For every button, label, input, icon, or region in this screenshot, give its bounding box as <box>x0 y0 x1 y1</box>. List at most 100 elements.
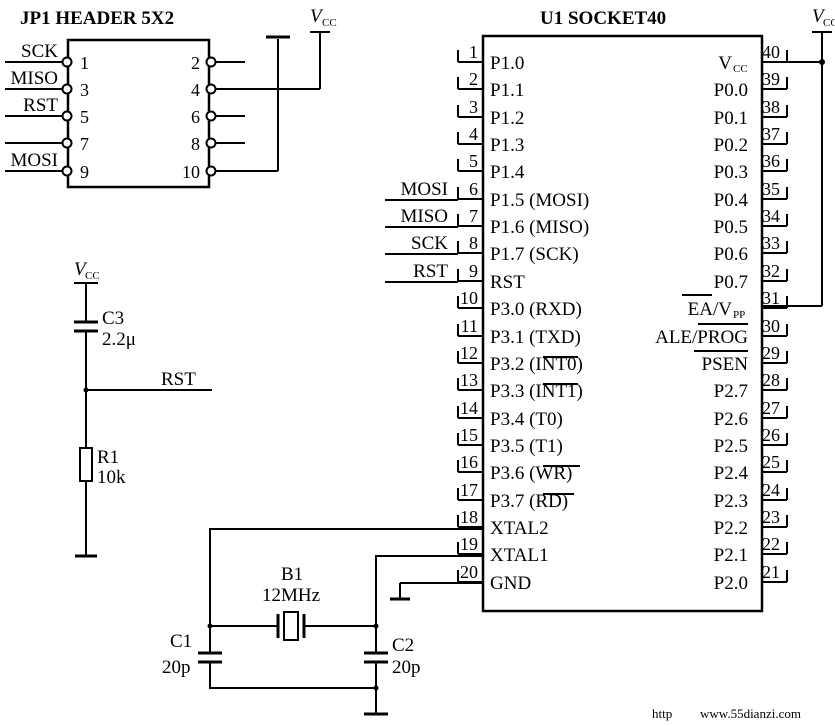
u1-pin-name: P3.1 (TXD) <box>490 327 581 348</box>
u1-pin-number: 13 <box>460 370 478 390</box>
c1-capacitor <box>198 651 222 664</box>
c3-ref: C3 <box>102 308 124 329</box>
u1-pin-name: ALE/PROG <box>655 327 748 348</box>
u1-pin-name: P2.0 <box>714 573 748 594</box>
jp1-left-pin-1: SCK 1 <box>5 41 89 73</box>
u1-pin-number: 8 <box>469 233 478 253</box>
jp1-right-pin-10: 10 <box>182 162 278 182</box>
u1-pin-subscript: CC <box>733 63 748 75</box>
jp1-pin-num: 4 <box>191 80 200 100</box>
u1-pin-name: P2.5 <box>714 436 748 457</box>
jp1-pin-num: 1 <box>80 53 89 73</box>
u1-pin-number: 6 <box>469 179 478 199</box>
u1-pin-number: 28 <box>762 370 780 390</box>
u1-pin-name: P0.1 <box>714 108 748 129</box>
u1-pin-number: 37 <box>762 124 780 144</box>
u1-pin-name: EA/V <box>688 299 733 320</box>
u1-pin-name: P3.7 (RD) <box>490 491 568 512</box>
u1-net-label: RST <box>413 261 448 282</box>
u1-pin-name: P2.1 <box>714 545 748 566</box>
u1-pin-name: P1.0 <box>490 53 524 74</box>
u1-pin-number: 32 <box>762 261 780 281</box>
u1-pin-name: P0.5 <box>714 217 748 238</box>
u1-pin-number: 21 <box>762 562 780 582</box>
jp1-title: JP1 HEADER 5X2 <box>20 8 174 29</box>
jp1-pin-num: 10 <box>182 162 200 182</box>
c2-ref: C2 <box>392 635 414 656</box>
u1-body <box>481 34 764 613</box>
u1-pin-number: 1 <box>469 42 478 62</box>
u1-pin-number: 38 <box>762 97 780 117</box>
u1-pin-number: 30 <box>762 316 780 336</box>
u1-pin-name: P3.4 (T0) <box>490 409 563 430</box>
u1-net-label: MISO <box>400 206 448 227</box>
u1-pin-name: XTAL2 <box>490 518 549 539</box>
vcc-subscript: CC <box>823 17 835 29</box>
jp1-left-pin-5: RST 5 <box>5 95 89 127</box>
u1-pin-2: 2P1.1 <box>457 69 524 101</box>
u1-pin-name: P0.3 <box>714 162 748 183</box>
u1-pin-name: P2.7 <box>714 381 748 402</box>
u1-pin-5: 5P1.4 <box>457 151 525 183</box>
vcc-label: V <box>74 259 88 280</box>
u1-pin-name: P1.6 (MISO) <box>490 217 589 238</box>
u1-pin-name: P3.3 (INT1) <box>490 381 583 402</box>
u1-pin-number: 35 <box>762 179 780 199</box>
u1-pin-name: V <box>718 53 732 74</box>
jp1-net-sck: SCK <box>21 41 58 62</box>
jp1-right-pin-2: 2 <box>191 53 245 73</box>
u1-pin-number: 25 <box>762 452 780 472</box>
jp1-left-pin-9: MOSI 9 <box>5 150 89 182</box>
rst-net-label: RST <box>161 369 196 390</box>
u1-pin-number: 34 <box>762 206 780 226</box>
vcc-label: V <box>310 6 324 27</box>
u1-pin-4: 4P1.3 <box>457 124 524 156</box>
u1-pin-number: 26 <box>762 425 780 445</box>
u1-pin-number: 31 <box>762 288 780 308</box>
b1-crystal <box>210 611 376 641</box>
u1-pin-name: P3.6 (WR) <box>490 463 572 484</box>
u1-pin-number: 29 <box>762 343 780 363</box>
r1-ref: R1 <box>97 447 119 468</box>
u1-title: U1 SOCKET40 <box>540 8 666 29</box>
u1-ground-symbol <box>390 582 483 601</box>
u1-pin-number: 2 <box>469 69 478 89</box>
u1-pin-name: XTAL1 <box>490 545 549 566</box>
vcc-subscript: CC <box>322 17 337 29</box>
u1-pin-name: P1.4 <box>490 162 525 183</box>
u1-pin-number: 36 <box>762 151 780 171</box>
u1-pin-number: 9 <box>469 261 478 281</box>
jp1-right-pin-6: 6 <box>191 107 245 127</box>
u1-pin-number: 20 <box>460 562 478 582</box>
jp1-right-pin-4: 4 <box>191 80 320 100</box>
c1-value: 20p <box>162 657 191 678</box>
u1-pin-number: 22 <box>762 534 780 554</box>
u1-pin-number: 18 <box>460 507 478 527</box>
xtal1-wire <box>375 555 483 653</box>
u1-pin-name: P0.2 <box>714 135 748 156</box>
r1-resistor <box>79 447 93 482</box>
c3-value: 2.2μ <box>102 329 136 350</box>
u1-pin-name: P3.2 (INT0) <box>490 354 583 375</box>
u1-pin-number: 16 <box>460 452 478 472</box>
u1-pin-name: P1.3 <box>490 135 524 156</box>
jp1-net-mosi: MOSI <box>10 150 58 171</box>
c3-capacitor <box>74 320 98 333</box>
u1-pin-number: 14 <box>460 398 478 418</box>
